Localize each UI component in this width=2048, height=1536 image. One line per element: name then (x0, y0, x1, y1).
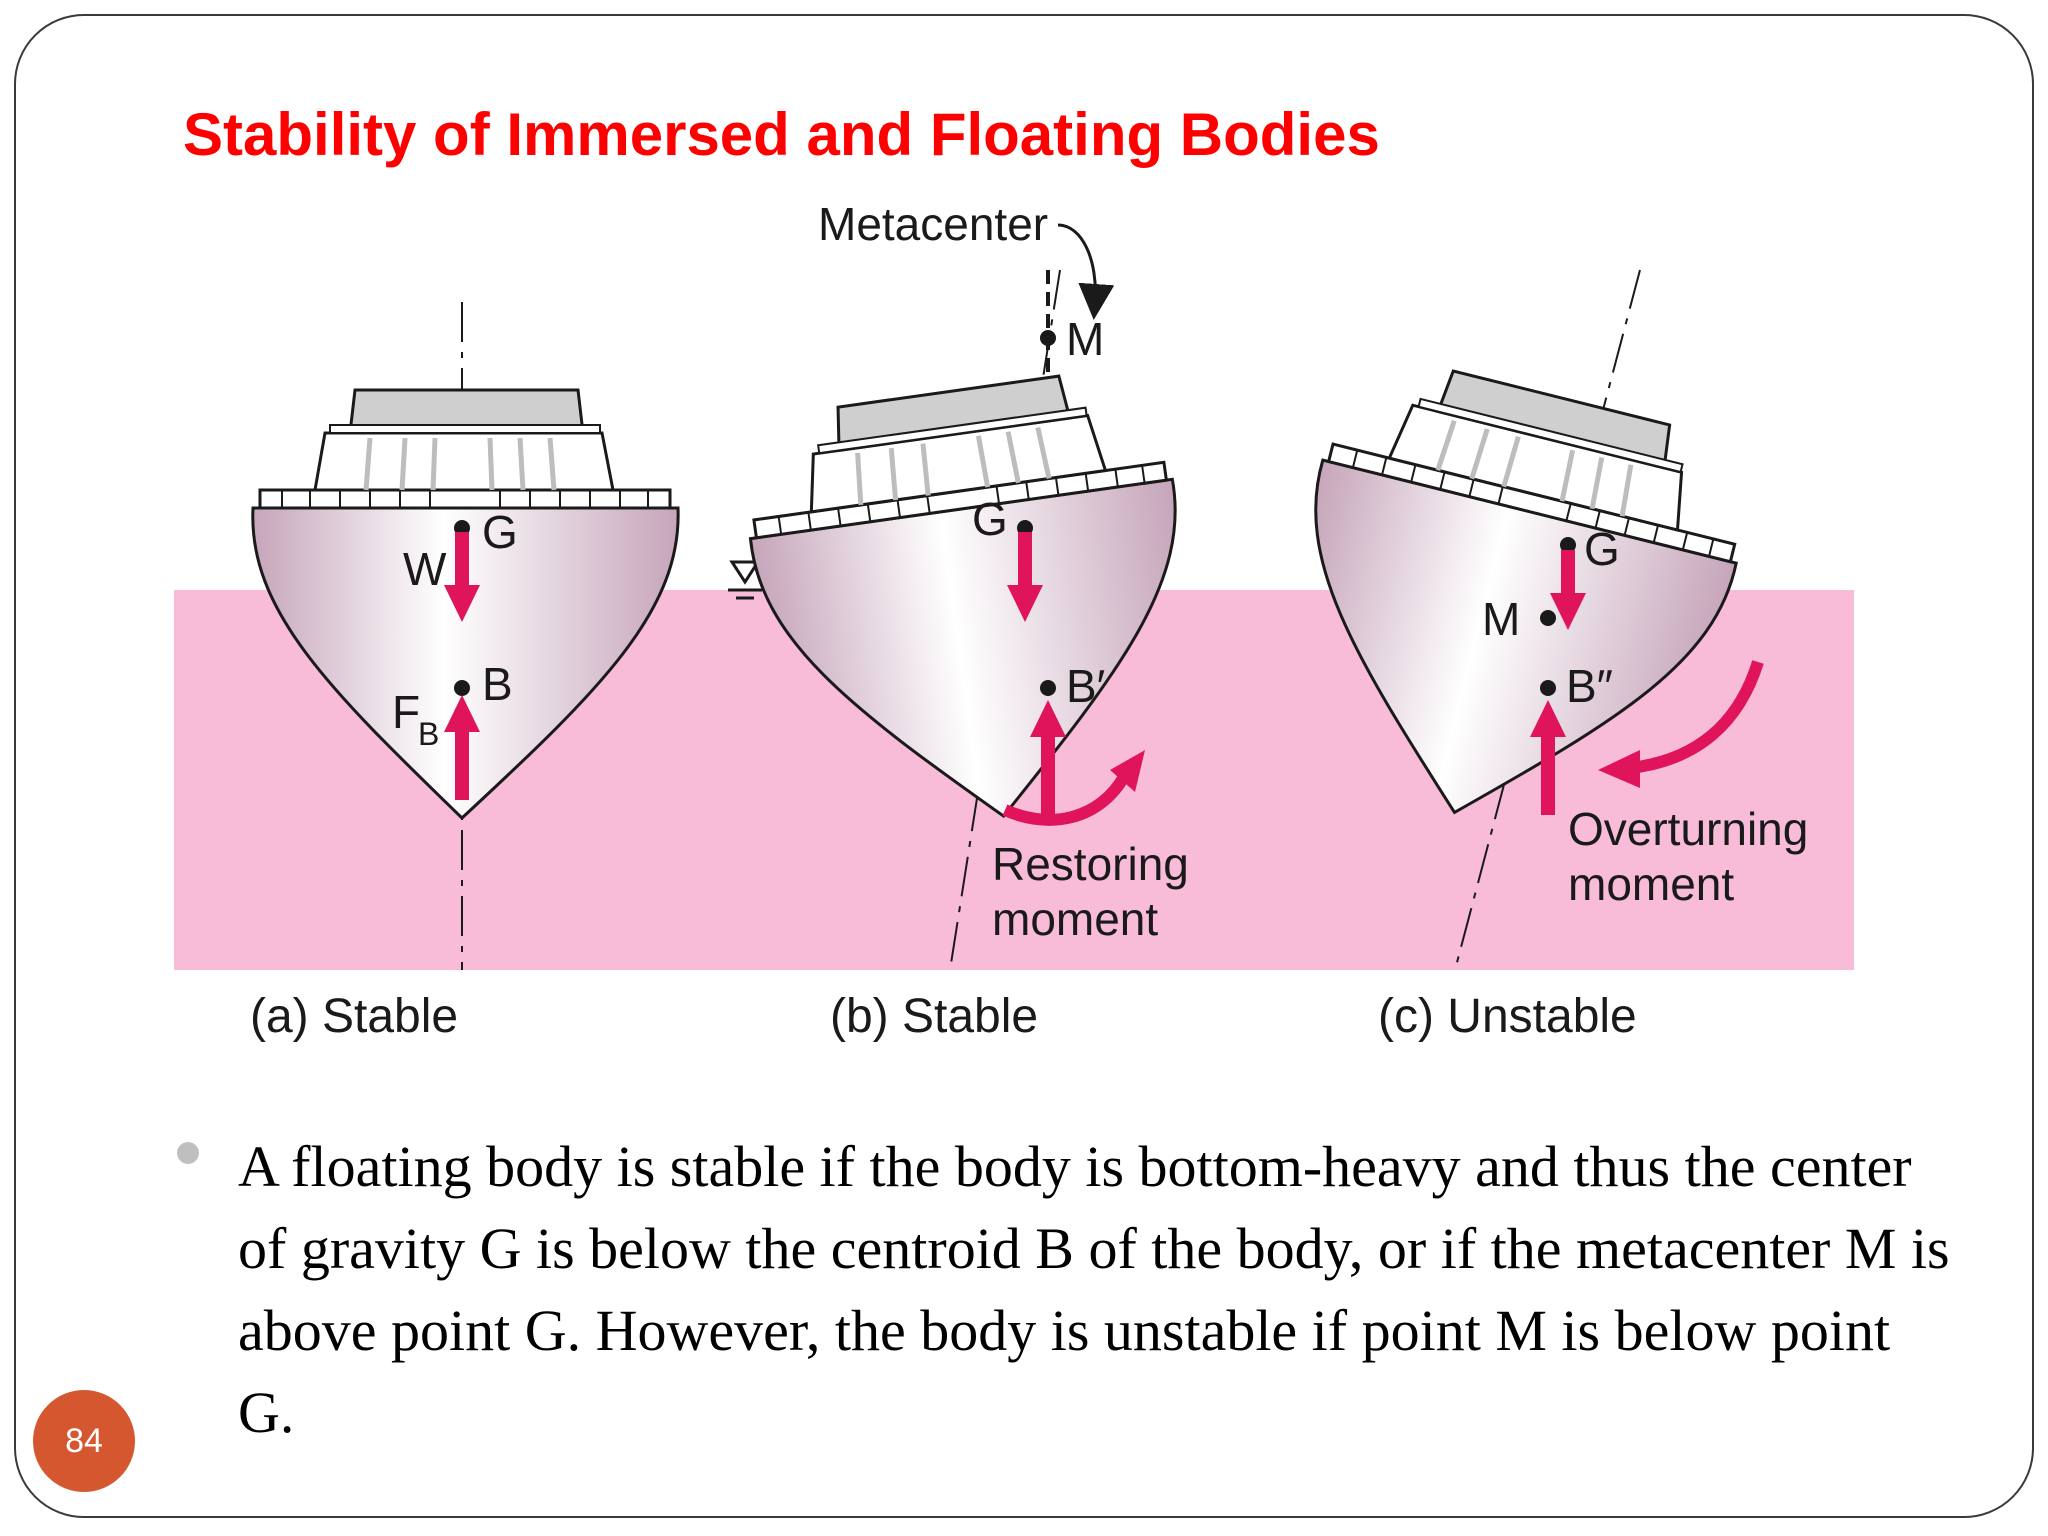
panel-b-buoyancy-arrow (1030, 700, 1066, 815)
panel-c-buoyancy-arrow (1530, 700, 1566, 815)
bullet-dot (177, 1142, 199, 1164)
panel-c-g-point (1560, 537, 1576, 553)
panel-c-label-m: M (1482, 593, 1520, 645)
panel-b-caption: (b) Stable (830, 990, 1038, 1043)
panel-b-stable: Metacenter (748, 198, 1189, 1043)
panel-c-weight-arrow (1550, 550, 1586, 630)
panel-b-moment-line1: Restoring (992, 838, 1189, 890)
panel-c-b-point (1540, 680, 1556, 696)
panel-a-ship (251, 388, 680, 821)
panel-b-label-g: G (972, 493, 1008, 545)
panel-b-weight-arrow (1007, 532, 1043, 622)
panel-c-label-b: B″ (1566, 660, 1613, 712)
panel-c-caption: (c) Unstable (1378, 990, 1637, 1043)
slide-title: Stability of Immersed and Floating Bodie… (183, 101, 1380, 168)
panel-a-label-fb: F (392, 686, 420, 738)
panel-b-moment-line2: moment (992, 893, 1158, 945)
panel-c-unstable: G M B″ Overturning moment (c) Unstable (1314, 269, 1808, 1043)
panel-a-caption: (a) Stable (250, 990, 458, 1043)
panel-b-label-m: M (1066, 313, 1104, 365)
panel-a-stable: W G B F B (a) Stable (250, 302, 680, 1043)
panel-c-overturning-moment-arrow (1598, 660, 1764, 788)
metacenter-pointer (1057, 223, 1115, 320)
panel-a-label-g: G (482, 506, 518, 558)
panel-c-moment-line1: Overturning (1568, 803, 1808, 855)
panel-c-moment-line2: moment (1568, 858, 1734, 910)
panel-b-b-point (1040, 680, 1056, 696)
panel-b-restoring-moment-arrow (1002, 750, 1145, 826)
bullet-text: A floating body is stable if the body is… (238, 1134, 1950, 1445)
panel-b-ship (748, 374, 1177, 819)
panel-a-weight-arrow (444, 532, 480, 622)
page-number-badge: 84 (33, 1390, 135, 1492)
metacenter-label: Metacenter (818, 198, 1048, 250)
panel-a-label-b: B (482, 658, 513, 710)
stability-figure: W G B F B (a) Stable Metacenter (174, 198, 1854, 1043)
panel-a-label-fb-sub: B (418, 716, 439, 752)
panel-a-b-point (454, 680, 470, 696)
panel-b-m-point (1040, 330, 1056, 346)
panel-c-ship (1314, 369, 1738, 815)
panel-c-label-g: G (1584, 523, 1620, 575)
panel-c-m-point (1540, 610, 1556, 626)
panel-b-label-b: B′ (1066, 660, 1105, 712)
panel-a-label-w: W (403, 543, 447, 595)
panel-a-buoyancy-arrow (444, 695, 480, 800)
free-surface-icon (728, 560, 762, 600)
